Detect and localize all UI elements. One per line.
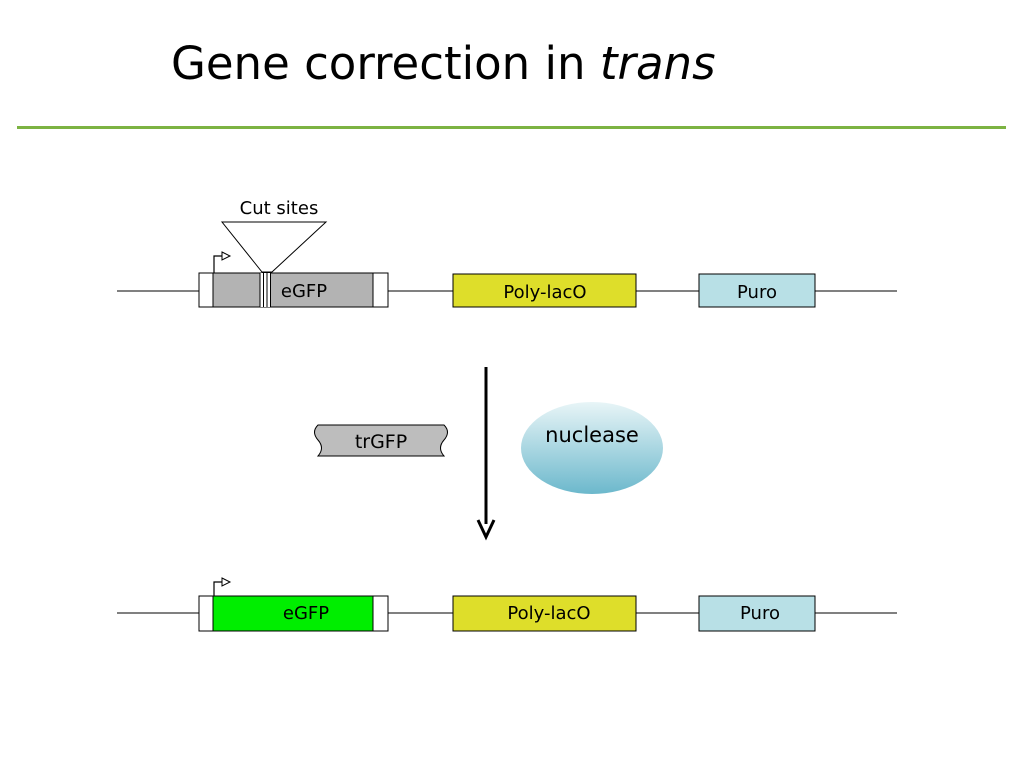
egfp-label: eGFP — [281, 281, 327, 302]
trgfp-donor-fragment: trGFP — [314, 424, 448, 457]
nuclease-enzyme: nuclease — [521, 402, 663, 494]
egfp-label: eGFP — [283, 603, 329, 624]
polylaco-block: Poly-lacO — [452, 595, 637, 632]
puro-label: Puro — [737, 282, 777, 303]
construct-before: Cut sites eGFP Poly-lacO Puro — [117, 198, 897, 308]
polylaco-label: Poly-lacO — [507, 603, 590, 624]
promoter-arrow — [213, 251, 232, 273]
slide-title-italic: trans — [599, 37, 716, 90]
promoter-arrow — [213, 577, 232, 596]
cut-sites-callout: Cut sites — [220, 198, 328, 273]
trgfp-label: trGFP — [355, 431, 407, 453]
slide-title: Gene correction in trans — [171, 34, 716, 94]
puro-block: Puro — [698, 273, 816, 308]
title-divider — [17, 126, 1006, 129]
polylaco-block: Poly-lacO — [452, 273, 637, 308]
construct-after: eGFP Poly-lacO Puro — [117, 577, 897, 632]
polylaco-label: Poly-lacO — [503, 282, 586, 303]
slide-title-text: Gene correction in — [171, 37, 586, 90]
egfp-broken-block: eGFP — [198, 272, 389, 308]
reaction-arrow — [476, 367, 496, 541]
puro-block: Puro — [698, 595, 816, 632]
egfp-corrected-block: eGFP — [198, 595, 389, 632]
cut-sites-label: Cut sites — [240, 198, 319, 219]
cut-site-stripes — [259, 273, 271, 307]
puro-label: Puro — [740, 603, 780, 624]
nuclease-label: nuclease — [545, 423, 639, 447]
